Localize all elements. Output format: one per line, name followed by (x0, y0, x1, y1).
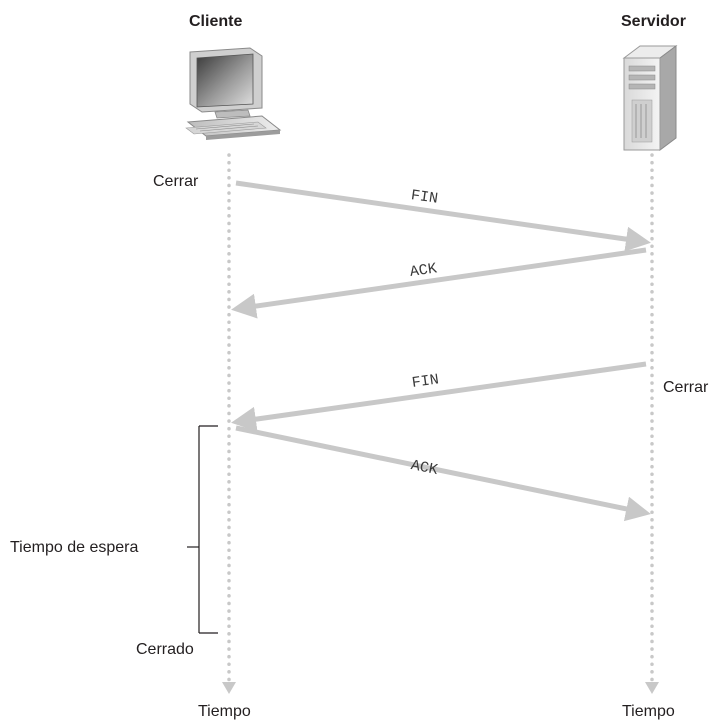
client-header: Cliente (189, 13, 243, 30)
fin-2-label: FIN (410, 371, 440, 392)
client-close-label: Cerrar (153, 173, 199, 190)
fin-1-label: FIN (409, 187, 439, 208)
server-tower-icon (622, 45, 678, 151)
server-close-label: Cerrar (663, 379, 709, 396)
server-header: Servidor (621, 13, 686, 30)
fin-2-arrow (231, 361, 647, 432)
fin-1-arrow (235, 180, 651, 252)
server-time-label: Tiempo (622, 703, 675, 720)
desktop-computer-icon (185, 47, 282, 140)
ack-1-arrow (231, 247, 647, 319)
client-closed-label: Cerrado (136, 641, 194, 658)
ack-1-label: ACK (408, 260, 438, 281)
time-wait-bracket (187, 425, 218, 634)
server-timeline-arrowhead (645, 682, 659, 694)
client-timeline-arrowhead (222, 682, 236, 694)
ack-2-arrow (235, 425, 651, 522)
time-wait-label: Tiempo de espera (10, 539, 139, 556)
client-time-label: Tiempo (198, 703, 251, 720)
